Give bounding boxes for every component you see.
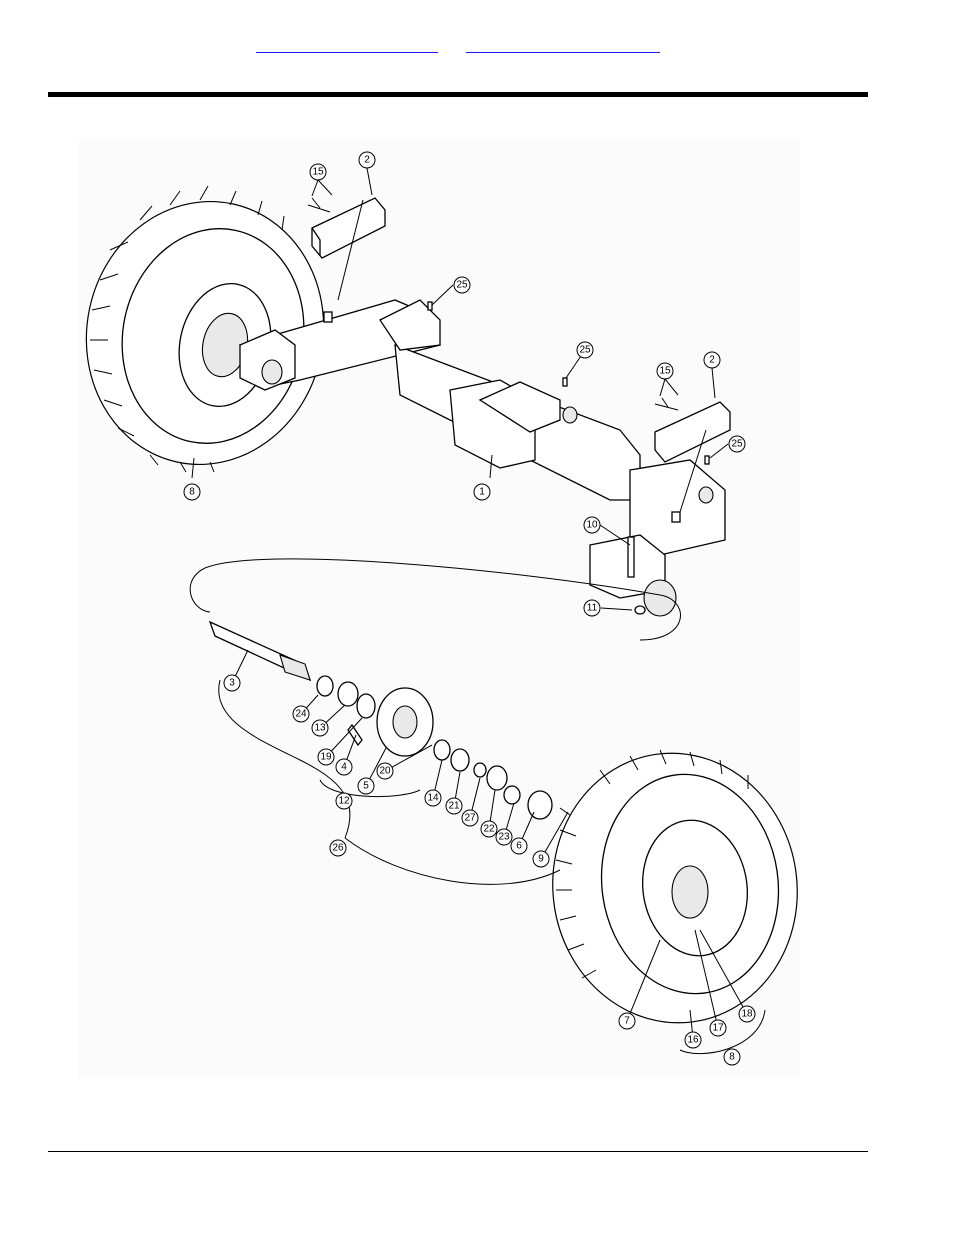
header-link-2[interactable] [466,30,660,53]
svg-text:5: 5 [363,781,369,792]
svg-text:2: 2 [709,355,715,366]
exploded-parts-diagram: 1 2 2 3 4 5 6 7 8 8 9 10 11 12 13 14 15 … [78,140,800,1078]
callout-15b: 15 [656,362,674,380]
svg-text:25: 25 [579,345,591,356]
svg-text:17: 17 [712,1023,724,1034]
svg-text:16: 16 [687,1035,699,1046]
callout-1: 1 [473,483,491,501]
svg-text:13: 13 [314,723,326,734]
callout-27: 27 [461,809,479,827]
svg-text:14: 14 [427,793,439,804]
svg-text:15: 15 [312,167,324,178]
callout-13: 13 [311,719,329,737]
callout-22: 22 [480,820,498,838]
svg-text:8: 8 [189,487,195,498]
svg-text:3: 3 [229,678,235,689]
svg-text:27: 27 [464,813,476,824]
header-rule [48,92,868,97]
exploded-group-outline [189,558,681,641]
svg-text:23: 23 [498,832,510,843]
callout-18: 18 [738,1005,756,1023]
callout-15a: 15 [309,163,327,181]
svg-text:8: 8 [729,1052,735,1063]
callout-2b: 2 [703,351,721,369]
callout-19: 19 [317,748,335,766]
callout-21: 21 [445,797,463,815]
callout-20: 20 [376,762,394,780]
svg-text:15: 15 [659,366,671,377]
callout-4: 4 [335,758,353,776]
callout-8a: 8 [183,483,201,501]
callout-5: 5 [357,777,375,795]
header-link-1[interactable] [256,30,438,53]
svg-text:20: 20 [379,766,391,777]
svg-text:12: 12 [338,796,350,807]
svg-text:25: 25 [456,280,468,291]
left-tire-drawing [85,185,325,473]
callout-25a: 25 [453,276,471,294]
callout-26: 26 [329,839,347,857]
axle-frame-drawing [238,299,726,617]
callout-7: 7 [618,1012,636,1030]
callout-17: 17 [709,1019,727,1037]
callout-6: 6 [510,837,528,855]
callout-23: 23 [495,828,513,846]
svg-text:9: 9 [538,854,544,865]
svg-text:26: 26 [332,843,344,854]
right-tire-drawing [552,749,798,1024]
svg-text:25: 25 [731,439,743,450]
svg-text:21: 21 [448,801,460,812]
svg-text:1: 1 [479,487,485,498]
svg-text:22: 22 [483,824,495,835]
svg-text:10: 10 [586,520,598,531]
callout-9: 9 [532,850,550,868]
upper-hardware-drawing [307,197,731,465]
callout-16: 16 [684,1031,702,1049]
svg-text:4: 4 [341,762,347,773]
callout-25c: 25 [728,435,746,453]
svg-text:2: 2 [364,155,370,166]
hub-assembly-drawing [208,620,571,820]
callout-11: 11 [583,599,601,617]
callout-14: 14 [424,789,442,807]
svg-text:6: 6 [516,841,522,852]
svg-text:18: 18 [741,1009,753,1020]
callout-24: 24 [292,705,310,723]
svg-text:19: 19 [320,752,332,763]
svg-text:7: 7 [624,1016,630,1027]
callout-8b: 8 [723,1048,741,1066]
svg-text:11: 11 [587,603,598,614]
callout-3: 3 [223,674,241,692]
svg-text:24: 24 [295,709,307,720]
footer-rule [48,1151,868,1152]
callout-10: 10 [583,516,601,534]
callout-2a: 2 [358,151,376,169]
callout-12: 12 [335,792,353,810]
callout-25b: 25 [576,341,594,359]
